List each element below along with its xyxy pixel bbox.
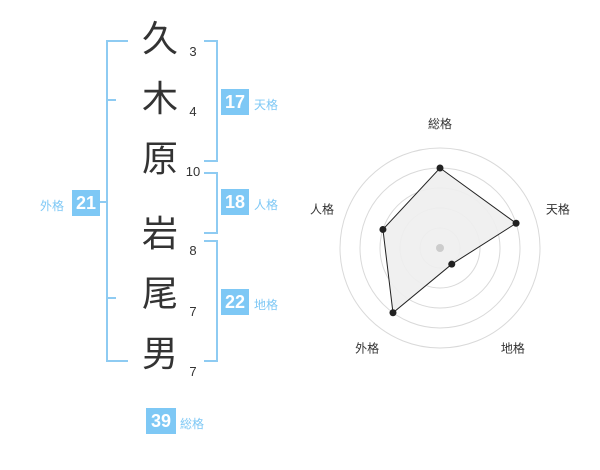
chikaku-value: 22 [221, 289, 249, 315]
gaikaku-value: 21 [72, 190, 100, 216]
bracket-tick [106, 297, 116, 299]
name-char-6: 男 [141, 334, 178, 375]
soukaku-value: 39 [146, 408, 176, 434]
radar-point-3 [448, 260, 456, 268]
name-char-4: 岩 [141, 214, 178, 255]
jinkaku-value: 18 [221, 189, 249, 215]
stroke-count-3: 10 [185, 164, 201, 179]
name-char-5: 尾 [141, 274, 178, 315]
radar-point-5 [379, 225, 387, 233]
chikaku-bracket [204, 240, 218, 362]
bracket-tick [106, 99, 116, 101]
bracket-connector [96, 201, 106, 203]
radar-series-area [382, 167, 517, 314]
gaikaku-bracket [106, 40, 128, 362]
radar-point-4 [389, 309, 397, 317]
radar-center-dot [436, 244, 444, 252]
stroke-count-6: 7 [189, 364, 197, 379]
stroke-count-4: 8 [189, 243, 197, 258]
name-char-2: 木 [141, 79, 178, 120]
radar-point-2 [512, 219, 520, 227]
stroke-count-5: 7 [189, 304, 197, 319]
radar-axis-label-1: 総格 [428, 116, 452, 131]
radar-grid-ring [339, 147, 541, 349]
name-char-1: 久 [141, 19, 178, 60]
radar-axis-label-3: 地格 [501, 340, 525, 355]
radar-point-1 [436, 164, 444, 172]
radar-axis-label-4: 外格 [355, 340, 379, 355]
stroke-count-2: 4 [189, 104, 197, 119]
tenkaku-bracket [204, 40, 218, 162]
radar-axis-label-5: 人格 [310, 202, 334, 217]
stroke-count-1: 3 [189, 44, 197, 59]
tenkaku-label: 天格 [254, 98, 279, 112]
tenkaku-value: 17 [221, 89, 249, 115]
gaikaku-label: 外格 [40, 199, 65, 213]
soukaku-label: 総格 [180, 417, 205, 431]
chikaku-label: 地格 [254, 298, 279, 312]
radar-axis-label-2: 天格 [546, 202, 570, 217]
name-char-3: 原 [141, 139, 178, 180]
jinkaku-label: 人格 [254, 198, 279, 212]
jinkaku-bracket [204, 172, 218, 234]
